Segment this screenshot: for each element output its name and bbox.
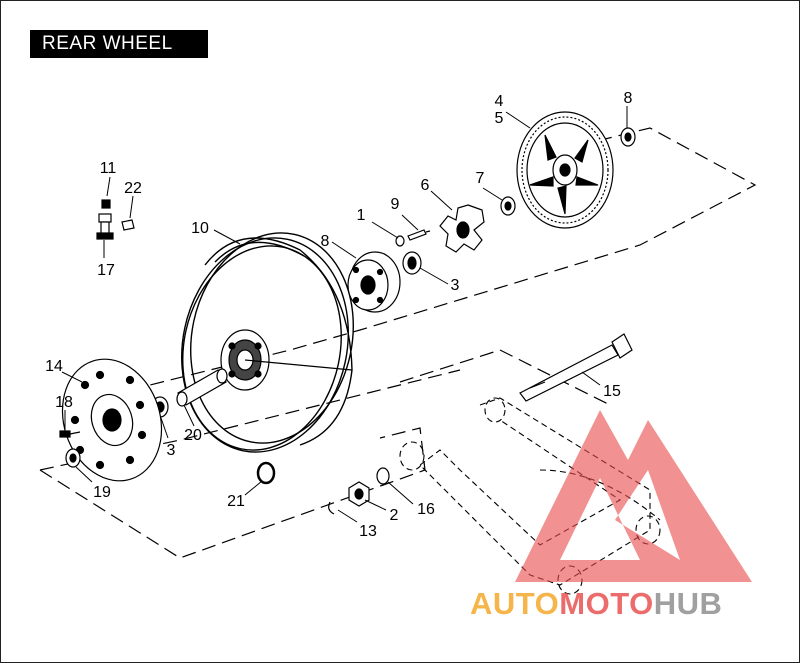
callout-1: 1	[357, 207, 366, 224]
callout-11: 10	[191, 220, 209, 237]
callout-8: 8	[624, 90, 633, 107]
pulley-spacer	[620, 127, 636, 147]
valve-stem-and-cap	[96, 199, 135, 240]
callout-18: 18	[55, 394, 73, 411]
wheel-hub	[220, 329, 353, 391]
hub-washer-and-pin	[395, 229, 431, 247]
callout-9: 8	[321, 233, 330, 250]
callout-2: 2	[390, 507, 399, 524]
watermark-logo: AUTOMOTOHUB	[470, 410, 752, 621]
callout-21: 21	[227, 493, 245, 510]
sprocket-hub	[347, 251, 401, 313]
callout-5: 5	[495, 110, 504, 127]
callout-20: 20	[184, 427, 202, 444]
callout-13: 13	[359, 523, 377, 540]
rear-belt-pulley	[516, 111, 614, 229]
callout-numbers: 1 9 8 3 10 6 7 4 5 8 11 22 17 14 18 19 3…	[45, 90, 632, 540]
pulley-bearing	[500, 196, 516, 216]
callout-22: 22	[124, 180, 142, 197]
svg-text:AUTOMOTOHUB: AUTOMOTOHUB	[470, 586, 722, 621]
callout-3-right: 3	[451, 277, 460, 294]
callout-4: 4	[495, 93, 504, 110]
right-wheel-bearing	[402, 251, 422, 275]
watermark-text-hub: HUB	[654, 586, 723, 621]
o-ring	[256, 461, 276, 485]
callout-17: 17	[97, 262, 115, 279]
callout-19: 19	[93, 484, 111, 501]
callout-12: 11	[100, 160, 117, 177]
callout-15: 15	[603, 383, 621, 400]
callout-leader-lines	[61, 106, 628, 523]
rear-axle	[519, 333, 633, 402]
dashed-guide-lines	[39, 127, 757, 559]
callout-7: 7	[476, 170, 485, 187]
axle-spacer-sleeve	[176, 368, 228, 407]
watermark-triangle-icon	[515, 410, 752, 582]
rubber-cushion	[439, 204, 485, 253]
callout-6: 6	[421, 177, 430, 194]
axle-washer-left	[65, 448, 81, 468]
watermark-text-auto: AUTO	[470, 586, 559, 621]
diagram-title: REAR WHEEL	[30, 30, 208, 58]
callout-14: 14	[45, 358, 63, 375]
callout-16: 16	[417, 501, 435, 518]
callout-3-left: 3	[167, 442, 176, 459]
brake-rotor-disc	[61, 358, 163, 482]
watermark-text-moto: MOTO	[559, 586, 653, 621]
rotor-bolt	[59, 430, 81, 438]
callout-10: 9	[391, 196, 400, 213]
rear-wheel-rim	[181, 232, 354, 453]
axle-nut-and-washer	[328, 467, 390, 515]
